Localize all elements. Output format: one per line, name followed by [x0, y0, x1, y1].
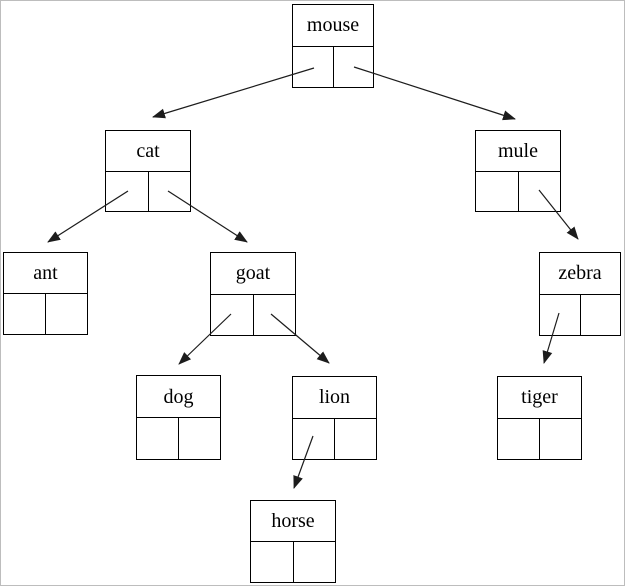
left-child-pointer-cell [106, 171, 149, 211]
node-pointer-cells [498, 418, 581, 460]
left-child-pointer-cell [251, 542, 294, 582]
right-child-pointer-cell [519, 172, 561, 212]
tree-node-lion: lion [292, 376, 377, 460]
right-child-pointer-cell [46, 294, 87, 334]
right-child-pointer-cell [334, 47, 374, 88]
left-child-pointer-cell [211, 294, 254, 335]
node-pointer-cells [137, 418, 220, 459]
node-pointer-cells [293, 418, 376, 460]
node-pointer-cells [251, 542, 335, 582]
right-child-pointer-cell [149, 172, 191, 212]
node-label: lion [293, 377, 376, 419]
node-pointer-cells [476, 171, 561, 212]
left-child-pointer-cell [540, 294, 581, 335]
tree-node-goat: goat [210, 252, 296, 336]
right-child-pointer-cell [179, 418, 220, 459]
node-pointer-cells [4, 294, 87, 334]
right-child-pointer-cell [540, 419, 581, 460]
left-child-pointer-cell [137, 418, 179, 459]
tree-node-ant: ant [3, 252, 88, 335]
node-label: horse [251, 501, 335, 542]
left-child-pointer-cell [293, 418, 335, 459]
node-label: tiger [498, 377, 581, 419]
tree-node-tiger: tiger [497, 376, 582, 460]
node-pointer-cells [106, 171, 191, 212]
tree-node-mouse: mouse [292, 4, 374, 88]
tree-node-cat: cat [105, 130, 191, 212]
node-label: mule [476, 131, 560, 172]
node-label: cat [106, 131, 190, 172]
tree-node-zebra: zebra [539, 252, 621, 336]
right-child-pointer-cell [581, 295, 621, 336]
node-label: goat [211, 253, 295, 295]
node-pointer-cells [211, 294, 296, 336]
node-label: zebra [540, 253, 620, 295]
left-child-pointer-cell [498, 418, 540, 459]
node-pointer-cells [293, 46, 374, 88]
right-child-pointer-cell [294, 542, 336, 582]
left-child-pointer-cell [293, 46, 334, 87]
node-label: ant [4, 253, 87, 294]
right-child-pointer-cell [335, 419, 376, 460]
tree-node-mule: mule [475, 130, 561, 212]
node-pointer-cells [540, 294, 621, 336]
node-label: mouse [293, 5, 373, 47]
left-child-pointer-cell [4, 294, 46, 334]
tree-node-dog: dog [136, 375, 221, 460]
tree-node-horse: horse [250, 500, 336, 583]
right-child-pointer-cell [254, 295, 296, 336]
node-label: dog [137, 376, 220, 418]
left-child-pointer-cell [476, 171, 519, 211]
